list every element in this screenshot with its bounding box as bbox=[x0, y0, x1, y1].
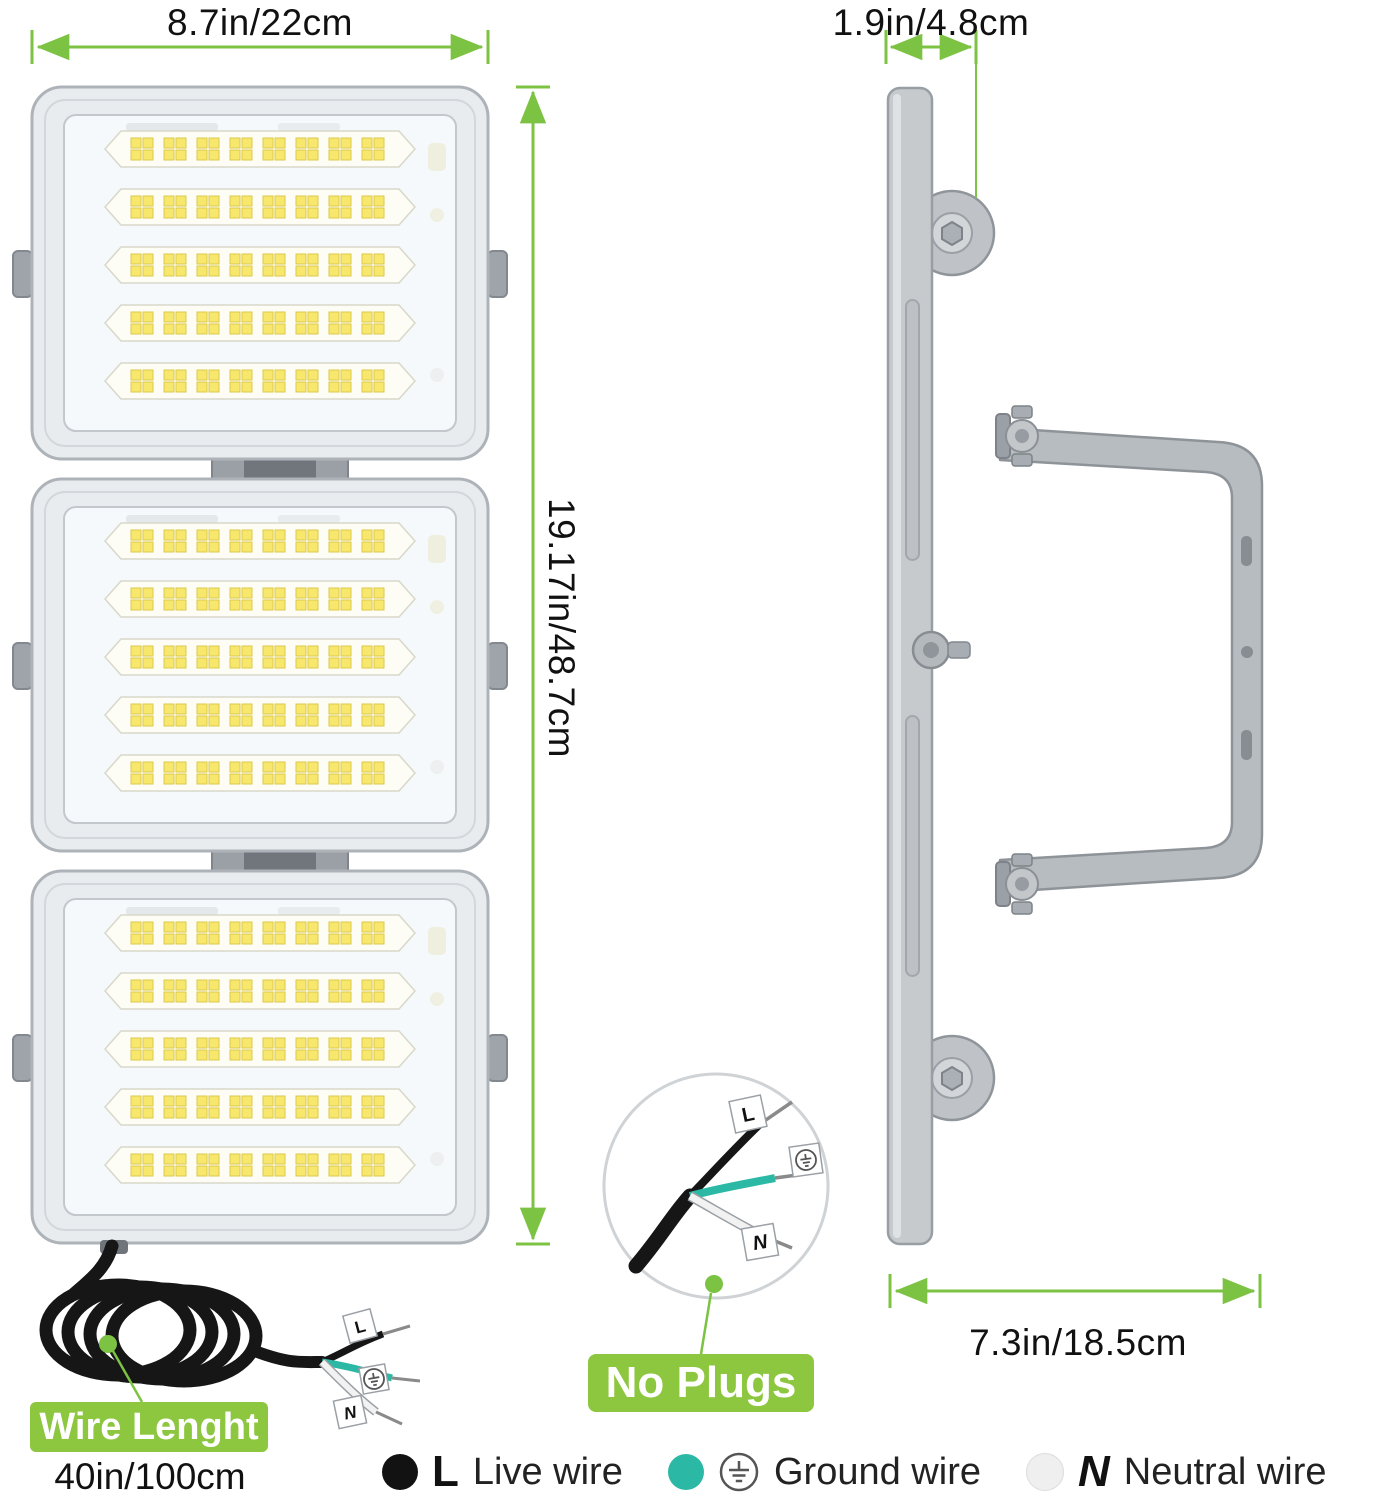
neutral-wire-symbol: N bbox=[1078, 1447, 1110, 1496]
flood-panel-middle bbox=[13, 479, 507, 851]
side-view bbox=[886, 86, 1264, 1246]
flood-panel-top bbox=[13, 87, 507, 459]
live-wire-symbol: L bbox=[432, 1447, 459, 1496]
neutral-wire-dot bbox=[1026, 1453, 1064, 1491]
ground-wire-label: Ground wire bbox=[774, 1450, 981, 1493]
no-plugs-badge: No Plugs bbox=[588, 1354, 814, 1412]
legend-live-wire: L Live wire bbox=[382, 1448, 623, 1496]
ground-wire-dot bbox=[668, 1454, 704, 1490]
side-depth-label: 1.9in/4.8cm bbox=[832, 2, 1030, 43]
flood-panel-bottom bbox=[13, 871, 507, 1243]
neutral-wire-label: Neutral wire bbox=[1123, 1450, 1327, 1493]
svg-text:N: N bbox=[751, 1231, 770, 1255]
neutral-wire-tag-inset: N bbox=[740, 1222, 780, 1262]
wire-length-badge: Wire Lenght bbox=[30, 1402, 268, 1452]
svg-text:L: L bbox=[353, 1316, 368, 1337]
live-wire-label: Live wire bbox=[472, 1450, 623, 1493]
ground-wire-tag-inset bbox=[788, 1142, 824, 1178]
no-plugs-inset: L N bbox=[602, 1072, 830, 1355]
live-wire-tag: L bbox=[341, 1307, 379, 1345]
bracket-width-label: 7.3in/18.5cm bbox=[969, 1322, 1187, 1363]
legend-neutral-wire: N Neutral wire bbox=[1026, 1448, 1327, 1496]
front-height-label: 19.17in/48.7cm bbox=[541, 498, 582, 759]
front-width-label: 8.7in/22cm bbox=[167, 2, 353, 43]
mounting-bracket bbox=[998, 426, 1264, 894]
ground-symbol-icon bbox=[719, 1452, 759, 1492]
top-arm-bolt bbox=[995, 405, 1039, 467]
wire-length-value: 40in/100cm bbox=[54, 1456, 246, 1497]
dimension-arrows bbox=[30, 30, 1262, 1308]
svg-text:L: L bbox=[740, 1103, 757, 1127]
live-wire-dot bbox=[382, 1454, 418, 1490]
power-cord: L N bbox=[39, 1239, 421, 1430]
ground-wire-tag bbox=[358, 1363, 390, 1395]
neutral-wire-tag: N bbox=[332, 1394, 368, 1430]
legend-ground-wire: Ground wire bbox=[668, 1448, 981, 1496]
wire-length-callout-dot bbox=[99, 1335, 117, 1353]
live-wire-tag-inset: L bbox=[728, 1094, 768, 1134]
bottom-arm-bolt bbox=[995, 853, 1039, 915]
no-plugs-callout-dot bbox=[705, 1275, 723, 1293]
svg-text:N: N bbox=[342, 1402, 359, 1423]
